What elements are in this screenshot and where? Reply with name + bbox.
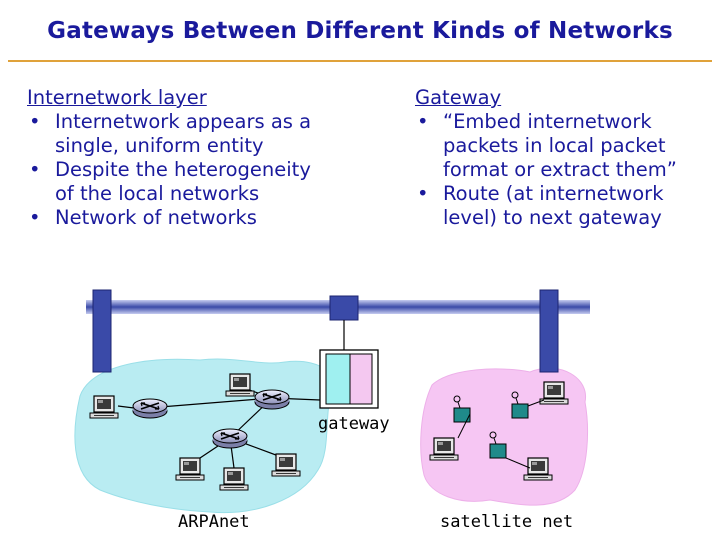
router-icon [255,390,289,409]
computer-icon [220,468,248,490]
computer-icon [540,382,568,404]
arpanet-label: ARPAnet [178,512,250,532]
arpanet-cloud [75,359,335,513]
router-icon [133,399,167,418]
computer-icon [226,374,254,396]
gateway-box [320,350,378,408]
computer-icon [272,454,300,476]
gateway-label: gateway [318,414,390,434]
computer-icon [176,458,204,480]
satellite-net-label: satellite net [440,512,573,532]
computer-icon [90,396,118,418]
backbone-tap-left [93,290,111,372]
computer-icon [430,438,458,460]
router-icon [213,429,247,448]
computer-icon [524,458,552,480]
backbone-tap-right [540,290,558,372]
backbone-tap-middle [330,296,358,320]
